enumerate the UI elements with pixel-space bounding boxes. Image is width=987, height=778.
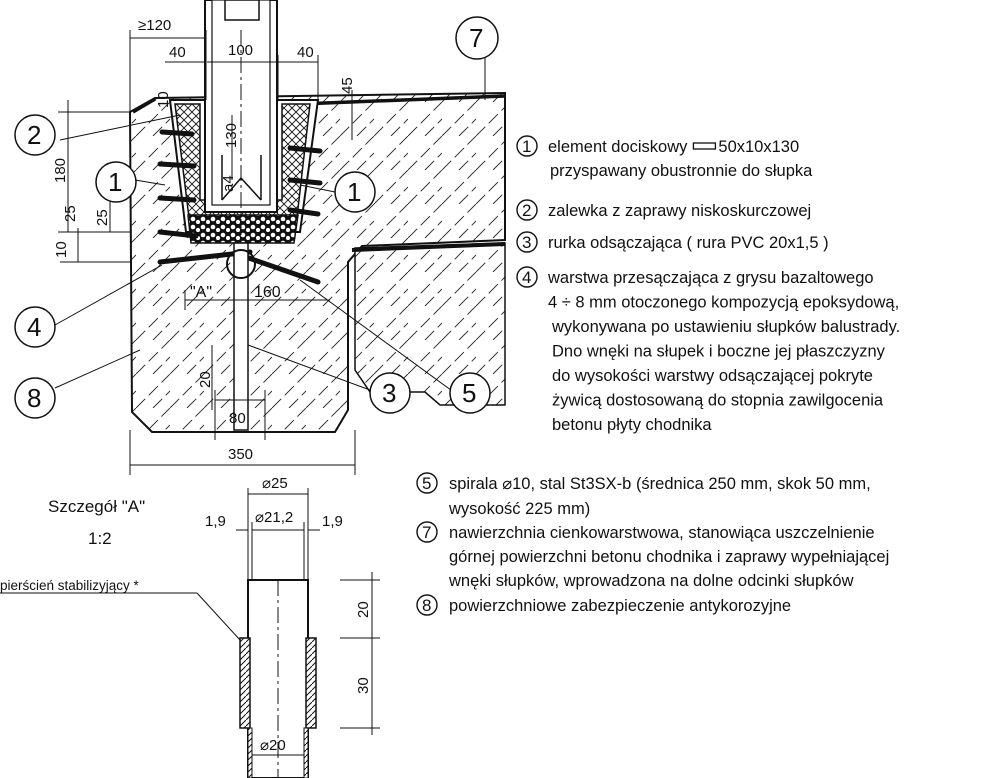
callout-numbers: 2 1 1 4 8 3 5 7 [27, 23, 483, 413]
legend-text-line: element dociskowy [548, 138, 688, 156]
dim-20: 20 [197, 371, 214, 388]
dim-40-left: 40 [169, 44, 186, 61]
legend-number: 5 [422, 474, 431, 493]
dim-20-detail: 20 [355, 601, 372, 618]
dim-1-9-right: 1,9 [322, 513, 343, 530]
dim-25-b: 25 [94, 209, 111, 226]
lower-slab [354, 242, 506, 406]
dim-100: 100 [228, 42, 253, 59]
legend-number: 2 [522, 201, 531, 220]
detail-scale: 1:2 [88, 529, 112, 548]
detail-A: Szczegół "A" 1:2 pierścień stabilizyjący… [0, 475, 380, 778]
dim-25-a: 25 [62, 205, 79, 222]
legend-text-line: górnej powierzchni betonu chodnika i zap… [449, 548, 889, 566]
legend-text-line: Dno wnęki na słupek i boczne jej płaszcz… [552, 343, 886, 361]
legend-text-line: betonu płyty chodnika [552, 416, 712, 434]
dim-1-9-left: 1,9 [205, 513, 226, 530]
callout-4: 4 [27, 312, 41, 342]
legend-text-line: przyspawany obustronnie do słupka [550, 162, 813, 180]
dim-350: 350 [228, 446, 253, 463]
dim-phi20: ⌀20 [260, 737, 286, 754]
dim-80: 80 [229, 410, 246, 427]
main-section [128, 0, 506, 433]
legend-number-circle [516, 266, 538, 288]
spiral-rebars [157, 129, 323, 285]
ring-label: pierścień stabilizyjący * [0, 578, 140, 593]
flat-bar-symbol-icon [692, 142, 717, 150]
dim-ge120: ≥120 [138, 17, 171, 34]
callout-1-right: 1 [347, 177, 361, 207]
dim-phi21-2: ⌀21,2 [255, 509, 293, 526]
membrane-line [351, 242, 506, 252]
legend-number: 8 [422, 596, 431, 615]
legend-number: 4 [522, 268, 531, 287]
legend-text-line: warstwa przesączająca z grysu bazaltoweg… [547, 269, 874, 287]
legend-text-line: wysokość 225 mm) [448, 500, 590, 518]
legend-text-line: wykonywana po ustawieniu słupków balustr… [551, 318, 900, 336]
dim-30-detail: 30 [355, 677, 372, 694]
legend-text-line: nawierzchnia cienkowarstwowa, stanowiąca… [449, 524, 875, 542]
dim-40-right: 40 [297, 44, 314, 61]
legend-number-circle [416, 472, 438, 494]
drain-pipe [233, 242, 249, 431]
callout-2: 2 [27, 120, 41, 150]
legend-number-circle [516, 231, 538, 253]
detail-A-circle [226, 249, 256, 279]
callouts [14, 16, 499, 419]
dimension-texts: ≥120 40 100 40 45 10 130 180 25 25 10 a4… [52, 17, 356, 463]
callout-8: 8 [27, 383, 41, 413]
legend-number-circle [516, 199, 538, 221]
detail-title: Szczegół "A" [48, 497, 145, 516]
dim-45: 45 [339, 77, 356, 94]
legend-number-circle [516, 135, 538, 157]
legend-text-line: wnęki słupków, wprowadzona na dolne odci… [448, 572, 854, 590]
legend-text-line: rurka odsączająca ( rura PVC 20x1,5 ) [548, 234, 829, 252]
legend-text-line: żywicą dostosowaną do stopnia zawilgocen… [552, 392, 884, 410]
label-A: "A" [190, 284, 212, 301]
legend: 1 element dociskowy 50x10x130 przyspawany o… [416, 135, 900, 616]
dim-10-left: 10 [53, 241, 70, 258]
callout-5: 5 [462, 378, 476, 408]
legend-text-line: zalewka z zaprawy niskoskurczowej [548, 202, 811, 220]
legend-text-line: do wysokości warstwy odsączającej pokryt… [552, 367, 873, 385]
callout-7: 7 [469, 23, 483, 53]
dim-phi25: ⌀25 [262, 475, 288, 492]
callout-3: 3 [382, 378, 396, 408]
legend-profile-size: 50x10x130 [718, 138, 799, 156]
dim-160: 160 [254, 284, 281, 301]
legend-text-line: 4 ÷ 8 mm otoczonego kompozycją epoksydow… [548, 294, 899, 312]
legend-number: 7 [422, 523, 431, 542]
dim-10-top: 10 [155, 91, 172, 108]
legend-text-line: powierzchniowe zabezpieczenie antykorozy… [449, 597, 791, 615]
legend-number: 3 [522, 233, 531, 252]
dimension-lines [54, 30, 486, 475]
legend-number: 1 [522, 137, 531, 156]
dim-130: 130 [223, 123, 240, 148]
dim-a4: a4 [220, 175, 237, 192]
legend-number-circle [416, 521, 438, 543]
gravel-layer [187, 214, 299, 244]
legend-number-circle [416, 594, 438, 616]
callout-1-left: 1 [108, 167, 122, 197]
dim-180: 180 [52, 158, 69, 183]
surface-layer [299, 94, 506, 106]
legend-text-line: spirala ⌀10, stal St3SX-b (średnica 250 … [449, 475, 871, 493]
